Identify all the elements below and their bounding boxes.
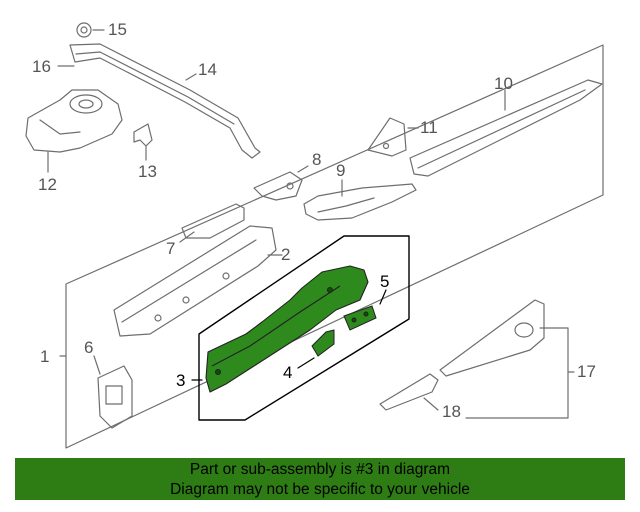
assembly-outline <box>65 44 604 449</box>
part-2-frame-member <box>113 225 283 337</box>
callout-17: 17 <box>577 362 596 381</box>
part-13-bracket <box>133 123 153 161</box>
callout-7: 7 <box>166 239 176 258</box>
callout-8: 8 <box>312 150 322 169</box>
callout-15: 15 <box>108 20 127 39</box>
part-11-gusset <box>367 117 419 157</box>
part-14-strut-brace <box>57 43 261 159</box>
info-banner: Part or sub-assembly is #3 in diagram Di… <box>15 458 625 500</box>
callout-10: 10 <box>494 74 513 93</box>
part-4-brace <box>311 329 335 357</box>
banner-line-2: Diagram may not be specific to your vehi… <box>170 481 470 498</box>
part-5-plate <box>343 305 377 331</box>
part-6-mount <box>93 355 133 429</box>
part-15-nut <box>76 22 105 38</box>
part-7-bracket <box>179 203 245 243</box>
part-3-highlighted <box>205 265 369 393</box>
callout-18: 18 <box>442 402 461 421</box>
part-8-bracket <box>253 165 309 201</box>
callout-2: 2 <box>281 245 291 264</box>
part-12-strut-tower <box>25 89 123 173</box>
callout-4: 4 <box>283 363 293 382</box>
banner-line-1: Part or sub-assembly is #3 in diagram <box>189 461 451 478</box>
callout-5: 5 <box>380 272 390 291</box>
callout-14: 14 <box>198 60 217 79</box>
callout-16: 16 <box>32 57 51 76</box>
part-18-bracket <box>379 373 439 411</box>
callout-6: 6 <box>84 338 94 357</box>
callout-13: 13 <box>138 162 157 181</box>
callout-1: 1 <box>40 347 50 366</box>
callout-9: 9 <box>336 161 346 180</box>
subassembly-outline <box>198 235 410 421</box>
callout-3: 3 <box>176 371 186 390</box>
part-10-side-rail <box>409 79 603 177</box>
part-17-bracket <box>439 299 575 419</box>
callout-12: 12 <box>38 175 57 194</box>
callout-11: 11 <box>420 118 438 137</box>
part-9-reinforcement <box>303 179 417 221</box>
